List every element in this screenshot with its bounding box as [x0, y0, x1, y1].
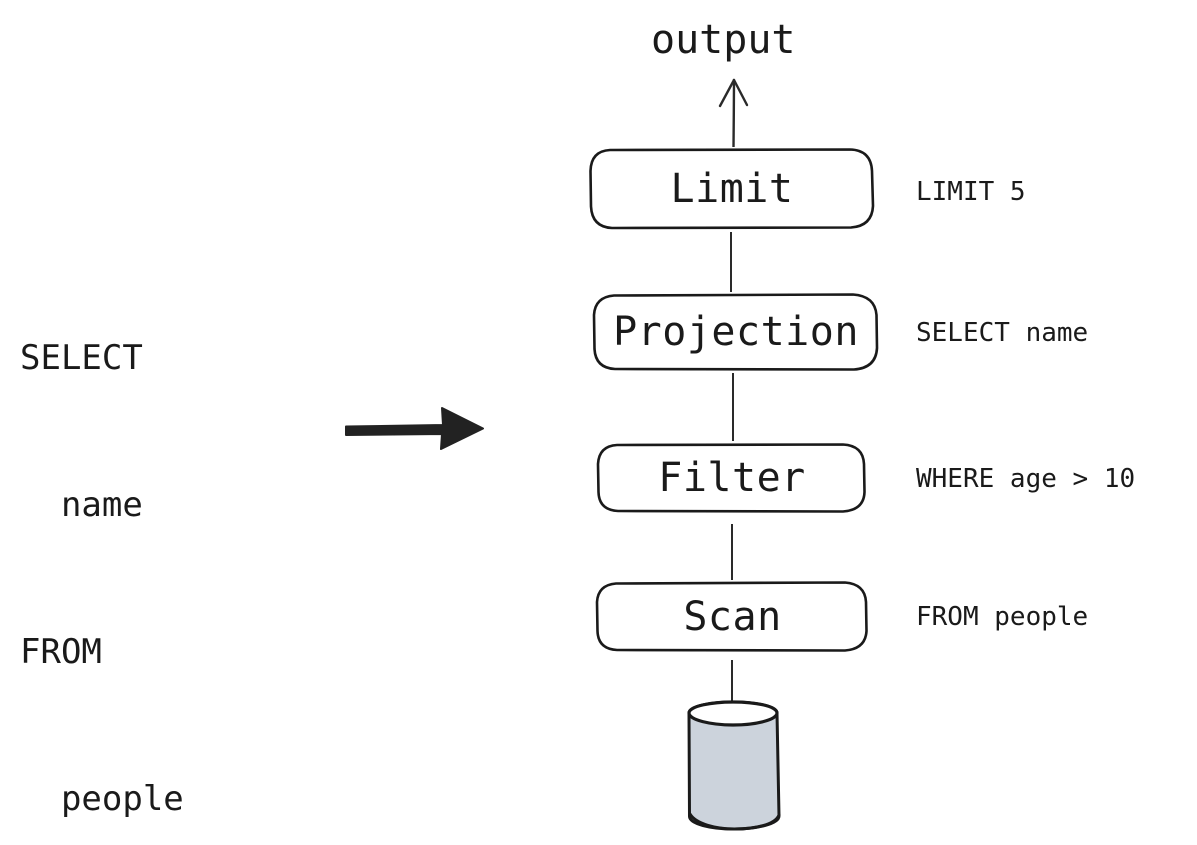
sql-line: name — [20, 485, 143, 525]
plan-node-limit[interactable]: Limit — [588, 147, 876, 231]
plan-node-scan[interactable]: Scan — [595, 580, 870, 653]
up-arrow-icon — [706, 74, 762, 154]
plan-node-annotation-filter: WHERE age > 10 — [916, 464, 1136, 494]
sql-line: FROM — [20, 632, 102, 672]
rounded-box-outline — [589, 148, 875, 230]
plan-node-annotation-projection: SELECT name — [916, 318, 1089, 348]
plan-node-filter[interactable]: Filter — [596, 442, 868, 514]
database-cylinder-icon — [678, 698, 793, 838]
connector-line — [731, 660, 733, 708]
output-label: output — [651, 17, 796, 63]
sql-line: SELECT — [20, 338, 143, 378]
sql-query-text: SELECT name FROM people WHERE age > 10 L… — [20, 236, 320, 845]
rounded-box-outline — [596, 443, 866, 513]
right-arrow-icon — [340, 398, 490, 460]
connector-line — [730, 232, 732, 292]
sql-line: people — [20, 779, 184, 819]
plan-node-annotation-scan: FROM people — [916, 602, 1089, 632]
connector-line — [731, 524, 733, 580]
rounded-box-outline — [592, 293, 879, 371]
rounded-box-outline — [595, 581, 868, 652]
plan-node-annotation-limit: LIMIT 5 — [916, 177, 1026, 207]
plan-node-projection[interactable]: Projection — [592, 292, 880, 372]
connector-line — [732, 373, 734, 441]
